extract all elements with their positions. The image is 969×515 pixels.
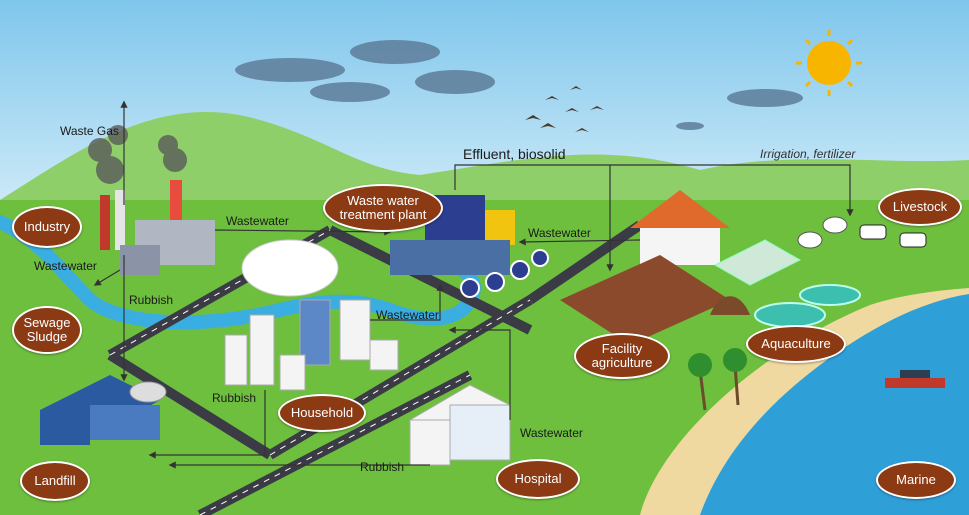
flow-wastewater-industry-plant: Wastewater	[226, 214, 289, 228]
flow-waste-gas: Waste Gas	[60, 124, 119, 138]
livestock-illustration	[797, 216, 927, 249]
cloud-icon	[235, 40, 803, 130]
node-sewage-sludge: Sewage Sludge	[12, 306, 82, 354]
node-aquaculture-label: Aquaculture	[761, 336, 831, 351]
flow-rubbish-household: Rubbish	[212, 391, 257, 405]
factory-illustration	[88, 125, 215, 275]
household-buildings	[224, 299, 399, 391]
node-wwtp-label: Waste water treatment plant	[339, 193, 427, 222]
node-marine-label: Marine	[896, 472, 936, 487]
flow-wastewater-industry-left: Wastewater	[34, 259, 97, 273]
node-household-label: Household	[290, 405, 354, 420]
birds-icon	[525, 86, 604, 132]
compost-pile	[710, 296, 750, 315]
flow-wastewater-hospital: Wastewater	[520, 426, 583, 440]
node-facility-label: Facility agriculture	[591, 341, 653, 370]
crop-field	[560, 255, 730, 345]
greenhouse-illustration	[713, 239, 802, 286]
sun-icon	[796, 30, 862, 96]
node-sewage-label: Sewage Sludge	[23, 315, 71, 344]
node-industry-label: Industry	[23, 219, 71, 234]
node-facility-agriculture: Facility agriculture	[574, 333, 670, 379]
node-livestock-label: Livestock	[892, 199, 948, 214]
node-livestock: Livestock	[878, 188, 962, 226]
node-household: Household	[278, 394, 366, 432]
sea	[690, 292, 969, 515]
node-marine: Marine	[876, 461, 956, 499]
consumer-products-bubble	[241, 239, 339, 297]
landfill-facility	[40, 375, 167, 445]
node-aquaculture: Aquaculture	[746, 325, 846, 363]
flow-wastewater-farm: Wastewater	[528, 226, 591, 240]
node-hospital-label: Hospital	[514, 471, 562, 486]
node-industry: Industry	[12, 206, 82, 248]
flow-effluent-biosolid: Effluent, biosolid	[463, 146, 566, 162]
flow-arrows	[93, 100, 854, 469]
flow-rubbish-hospital: Rubbish	[360, 460, 405, 474]
flow-rubbish-industry: Rubbish	[129, 293, 174, 307]
ship-icon	[885, 370, 945, 388]
node-landfill: Landfill	[20, 461, 90, 501]
node-waste-water-treatment-plant: Waste water treatment plant	[323, 184, 443, 232]
beach	[640, 288, 969, 515]
node-landfill-label: Landfill	[34, 473, 76, 488]
flow-wastewater-household: Wastewater	[376, 308, 439, 322]
node-hospital: Hospital	[496, 459, 580, 499]
flow-irrigation-fertilizer: Irrigation, fertilizer	[760, 147, 856, 161]
